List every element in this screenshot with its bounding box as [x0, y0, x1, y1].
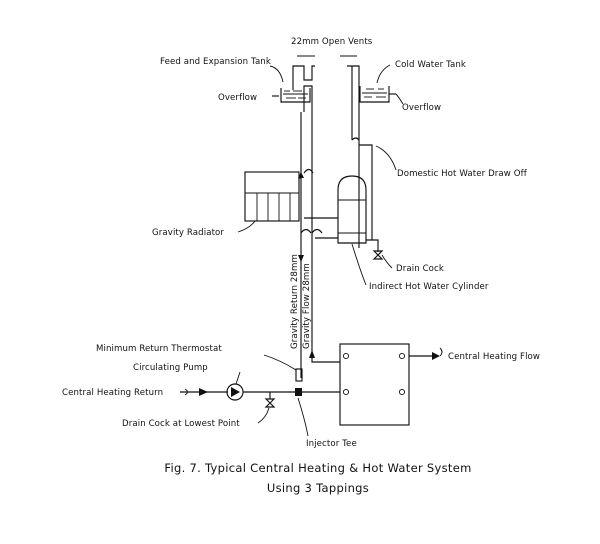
label-open-vents: 22mm Open Vents	[291, 37, 373, 47]
injector-tee-icon	[295, 388, 302, 396]
gravity-radiator	[244, 171, 301, 222]
figure-caption: Fig. 7. Typical Central Heating & Hot Wa…	[164, 461, 471, 495]
label-gravity-radiator: Gravity Radiator	[152, 228, 224, 238]
caption-line-1: Fig. 7. Typical Central Heating & Hot Wa…	[164, 461, 471, 475]
open-vent-pipes	[292, 55, 360, 252]
label-gravity-flow: Gravity Flow 28mm	[302, 263, 312, 349]
label-gravity-return: Gravity Return 28mm	[290, 254, 300, 349]
cold-water-tank	[359, 86, 396, 103]
circulating-pump-icon	[226, 383, 244, 401]
gravity-pipework	[298, 168, 379, 378]
hot-water-cylinder	[337, 137, 373, 244]
label-ch-return: Central Heating Return	[62, 388, 163, 398]
flow-arrows	[298, 255, 315, 358]
label-injector-tee: Injector Tee	[306, 439, 357, 449]
label-cold-tank: Cold Water Tank	[395, 60, 466, 70]
label-dhw-draw-off: Domestic Hot Water Draw Off	[397, 169, 528, 179]
leader-lines	[184, 64, 443, 437]
label-circulating-pump: Circulating Pump	[133, 363, 208, 373]
label-overflow-left: Overflow	[218, 93, 257, 103]
return-circuit	[180, 368, 340, 408]
drain-cock-lowest-icon	[264, 398, 276, 408]
caption-line-2: Using 3 Tappings	[267, 481, 369, 495]
label-drain-cock: Drain Cock	[396, 264, 444, 274]
label-cylinder: Indirect Hot Water Cylinder	[369, 282, 489, 292]
boiler	[339, 343, 410, 426]
label-overflow-right: Overflow	[402, 103, 441, 113]
label-min-return-thermostat: Minimum Return Thermostat	[96, 344, 222, 354]
label-drain-cock-lowest: Drain Cock at Lowest Point	[122, 419, 240, 429]
thermostat-icon	[295, 368, 303, 382]
labels: 22mm Open Vents Feed and Expansion Tank …	[62, 37, 540, 449]
feed-expansion-tank	[272, 88, 311, 103]
central-heating-flow-pipe	[409, 352, 440, 360]
label-feed-tank: Feed and Expansion Tank	[160, 57, 271, 67]
label-ch-flow: Central Heating Flow	[448, 352, 540, 362]
drain-cock-valve	[372, 248, 384, 260]
